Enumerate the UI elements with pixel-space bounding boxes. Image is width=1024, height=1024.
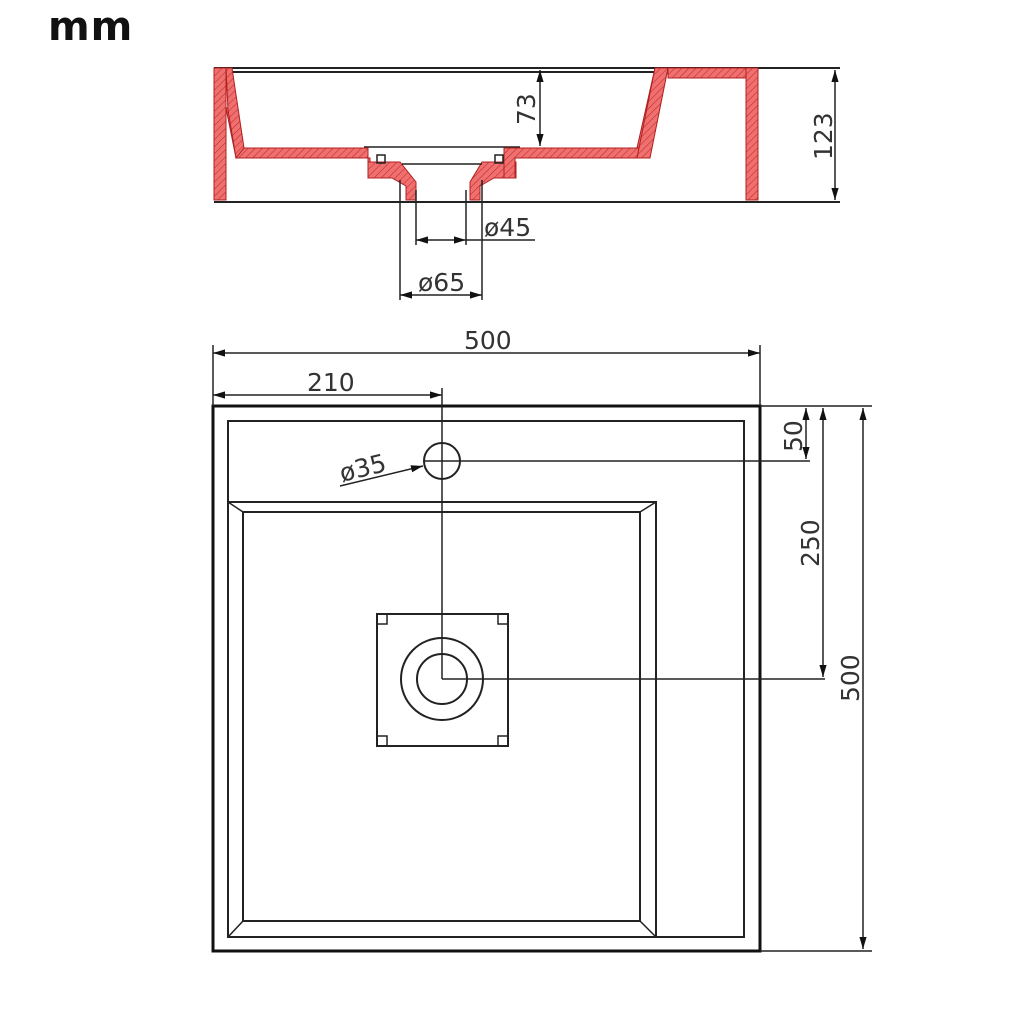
right-step-section (503, 147, 650, 179)
dim-overall-depth: 500 (836, 654, 865, 702)
leader-tap-hole (339, 465, 424, 487)
dim-drain-offset-y: 250 (796, 519, 825, 567)
corner-square (376, 735, 388, 747)
right-slope-section (636, 67, 669, 159)
dim-tap-hole-diameter: ø35 (336, 448, 389, 488)
bevel-line (639, 920, 657, 938)
dim-tap-offset-y: 50 (779, 420, 808, 452)
seat-square-left (376, 154, 386, 164)
left-slope-section (225, 67, 245, 160)
section-view: ø45 ø65 73 123 (213, 67, 840, 300)
bevel-line (639, 501, 657, 513)
drain-left-section (367, 161, 417, 201)
dim-inner-depth: 73 (512, 93, 541, 125)
right-wall-section (745, 67, 759, 201)
right-floor-section (503, 67, 759, 201)
top-view: 500 210 ø35 50 250 500 (211, 326, 872, 953)
dim-drain-outer: ø65 (418, 268, 465, 297)
dim-overall-width: 500 (464, 326, 512, 355)
units-label: mm (48, 4, 134, 50)
dim-total-height: 123 (809, 112, 838, 160)
corner-square (376, 613, 388, 625)
seat-square-right (494, 154, 504, 164)
bevel-line (227, 501, 244, 513)
left-wall-section (213, 67, 227, 201)
deck-section (667, 67, 759, 79)
dim-tap-offset-x: 210 (307, 368, 355, 397)
corner-square (497, 735, 509, 747)
bevel-line (227, 920, 244, 938)
dim-drain-inner: ø45 (484, 213, 531, 242)
corner-square (497, 613, 509, 625)
